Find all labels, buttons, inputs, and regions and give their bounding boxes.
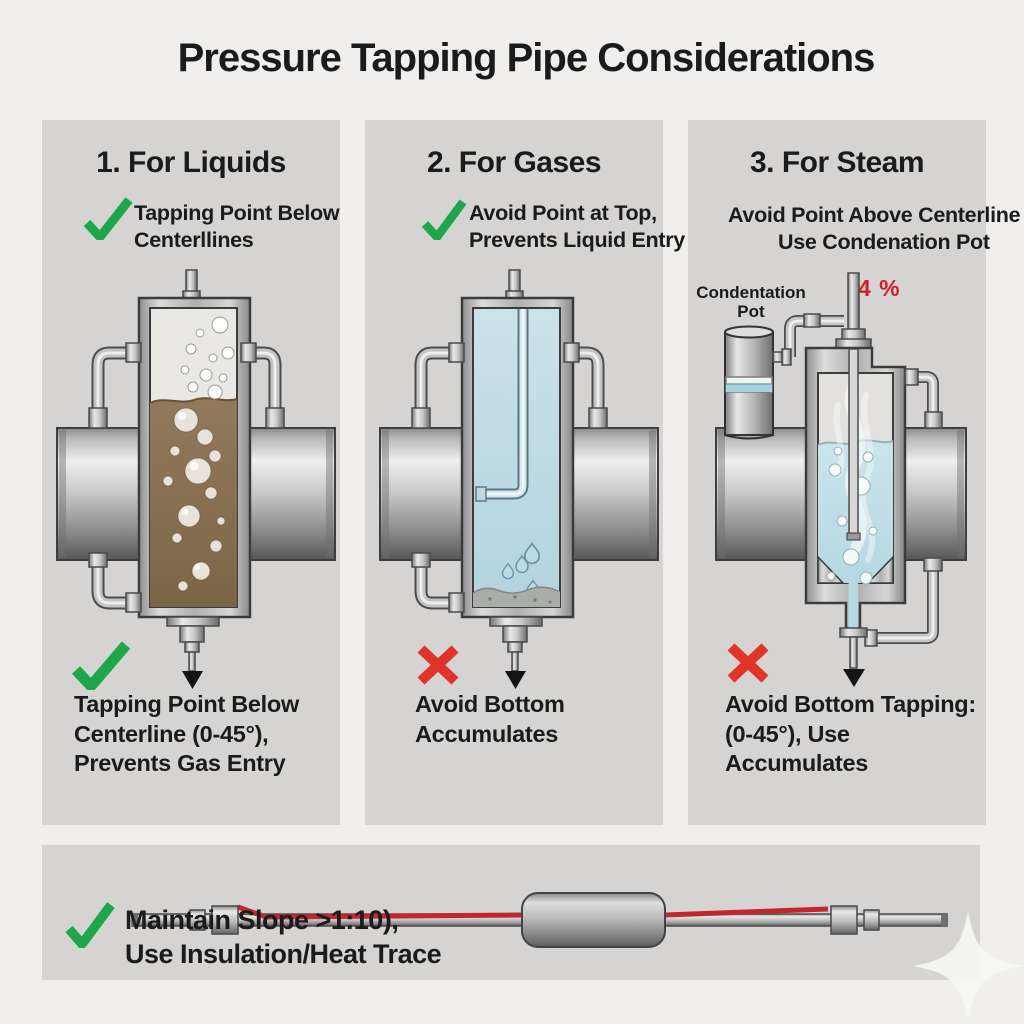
slope-percent-label: 4 % [858, 275, 901, 301]
panel-steam-heading: 3. For Steam [749, 146, 925, 179]
check-icon [65, 902, 115, 948]
panel-gases-subtitle-line1: Avoid Point at Top, [469, 201, 657, 225]
down-arrow-icon [182, 671, 203, 689]
condensation-pot-label: Condentation Pot [696, 283, 806, 321]
panel-steam-subtitle-line2: Use Condenation Pot [778, 230, 990, 254]
panel-steam: 3. For Steam Avoid Point Above Centerlin… [688, 120, 1024, 825]
panel-liquids-subtitle-line2: Centerllines [134, 228, 254, 252]
panel-gases-subtitle-line2: Prevents Liquid Entry [469, 228, 685, 252]
panel-steam-caption-line1: Avoid Bottom Tapping: [725, 691, 976, 717]
gases-vessel-diagram [379, 269, 659, 689]
panel-liquids: 1. For Liquids Tapping Point Below Cente… [42, 120, 340, 825]
cross-icon [727, 643, 769, 683]
panel-liquids-subtitle-line1: Tapping Point Below [134, 201, 340, 225]
panel-liquids-heading: 1. For Liquids [96, 146, 286, 179]
panel-impulse-line: Maintain Slope >1:10), Use Insulation/He… [42, 845, 980, 980]
impulse-line-diagram [131, 892, 948, 948]
footer-caption-line1: Maintain Slope >1:10), [125, 905, 399, 935]
cross-icon [417, 645, 459, 685]
panel-steam-caption-line2: (0-45°), Use [725, 720, 850, 747]
check-icon [71, 641, 131, 690]
steam-vessel-diagram [715, 272, 967, 687]
panel-gases-caption-line1: Avoid Bottom [415, 691, 565, 717]
panel-steam-caption-line3: Accumulates [725, 750, 868, 776]
down-arrow-icon [843, 669, 865, 687]
footer-caption-line2: Use Insulation/Heat Trace [125, 939, 442, 969]
heat-trace-line [664, 906, 829, 918]
panel-liquids-caption-line2: Centerline (0-45°), [74, 720, 269, 747]
panel-liquids-caption-line3: Prevents Gas Entry [74, 750, 286, 776]
check-icon [83, 197, 133, 240]
panel-gases: 2. For Gases Avoid Point at Top, Prevent… [365, 120, 685, 825]
heat-trace-line [237, 904, 523, 920]
down-arrow-icon [505, 671, 526, 689]
page-title: Pressure Tapping Pipe Considerations [177, 36, 876, 80]
panel-liquids-caption-line1: Tapping Point Below [74, 691, 299, 717]
liquids-vessel-diagram [56, 269, 336, 689]
check-icon [421, 199, 467, 240]
panel-steam-subtitle-line1: Avoid Point Above Centerline (4- [728, 203, 1024, 227]
sparkle-icon [913, 911, 1023, 1021]
panel-gases-caption-line2: Accumulates [415, 720, 558, 747]
insulation-jacket [521, 892, 666, 948]
panel-gases-heading: 2. For Gases [426, 146, 602, 179]
